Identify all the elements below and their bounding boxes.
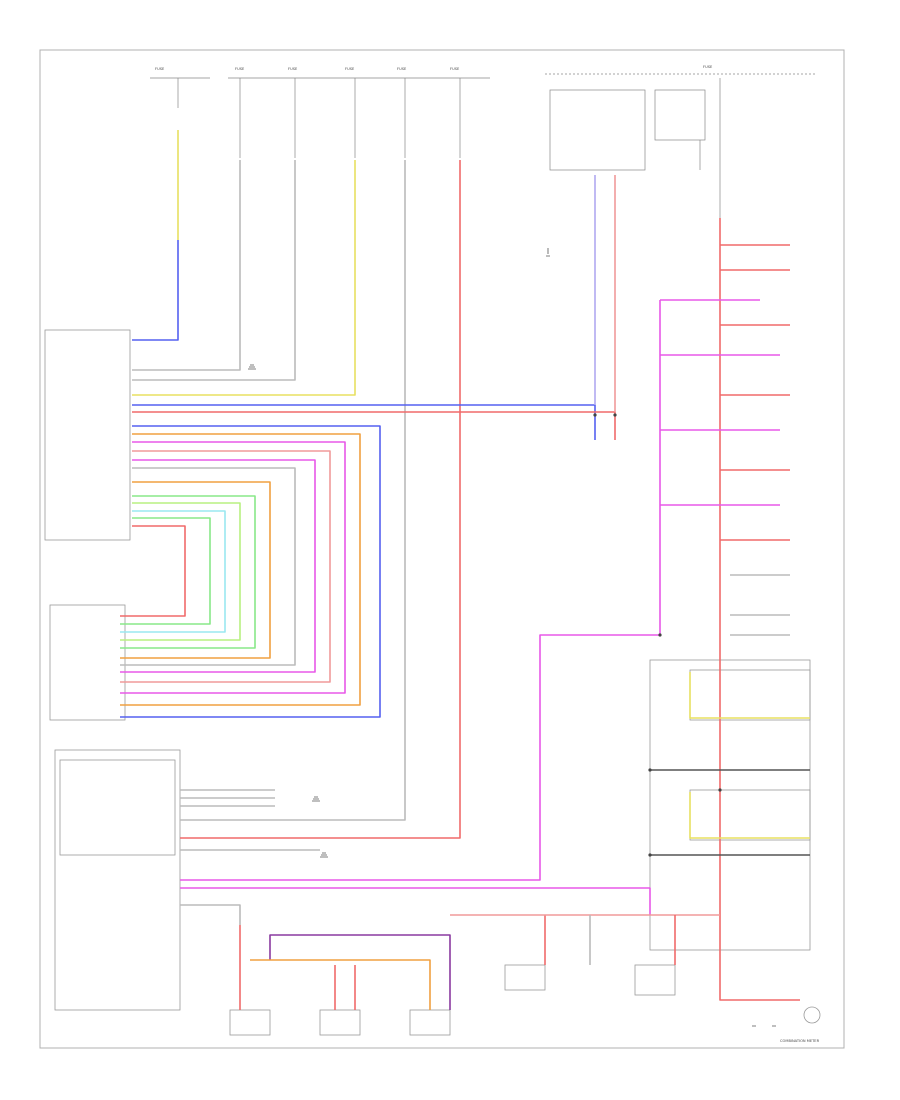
wire-red-20 (120, 525, 186, 617)
ground-symbols (248, 248, 776, 1027)
combination-switch-box (44, 329, 131, 541)
wire-gray-5 (180, 160, 406, 821)
fuse-block (150, 73, 815, 218)
wire-green-19 (120, 517, 211, 625)
wire-harness (120, 130, 810, 1010)
wire-orange-10 (120, 433, 361, 706)
svg-text:FUSE: FUSE (397, 67, 407, 71)
wire-blue-1 (132, 240, 179, 341)
wire-magenta-35 (180, 887, 651, 915)
svg-text:FUSE: FUSE (703, 65, 713, 69)
splice-points (593, 413, 722, 857)
wire-yellow-4 (132, 160, 356, 396)
wire-cyan-18 (120, 510, 226, 633)
svg-text:FUSE: FUSE (155, 67, 165, 71)
wire-magenta-13 (120, 459, 316, 673)
wire-blue-9 (120, 425, 381, 718)
wire-gray-52 (730, 574, 790, 636)
fuse-labels: FUSE FUSE FUSE FUSE FUSE FUSE FUSE (155, 65, 713, 71)
wire-gray-49 (180, 904, 241, 925)
combination-switch-lower-box (49, 604, 126, 721)
wire-magenta-25 (180, 300, 661, 881)
svg-text:FUSE: FUSE (450, 67, 460, 71)
meter-control-unit (59, 759, 176, 856)
wire-orange-41 (250, 959, 431, 1010)
wire-gray-14 (120, 467, 296, 666)
right-control-block (649, 659, 811, 951)
wire-purple-40 (269, 934, 451, 1010)
wire-lime-17 (120, 502, 241, 641)
wire-gray-3 (132, 160, 296, 381)
wire-pink-12 (120, 450, 331, 683)
wire-green-16 (120, 495, 256, 649)
svg-text:FUSE: FUSE (345, 67, 355, 71)
wire-magenta-11 (120, 441, 346, 694)
wire-red-6 (180, 160, 461, 839)
diagram-frame (39, 49, 845, 1049)
combination-meter-box (54, 749, 181, 1011)
wire-yellow-37 (689, 792, 810, 839)
wire-red-23 (719, 218, 800, 1001)
wire-gray-2 (132, 160, 241, 371)
right-inner-block-1 (689, 669, 811, 721)
wire-gray-50 (180, 789, 275, 807)
svg-text:FUSE: FUSE (288, 67, 298, 71)
right-inner-block-2 (689, 789, 811, 841)
wire-yellow-36 (689, 672, 810, 719)
svg-text:FUSE: FUSE (235, 67, 245, 71)
wire-orange-15 (120, 481, 271, 659)
footer-label: COMBINATION METER (780, 1039, 820, 1043)
